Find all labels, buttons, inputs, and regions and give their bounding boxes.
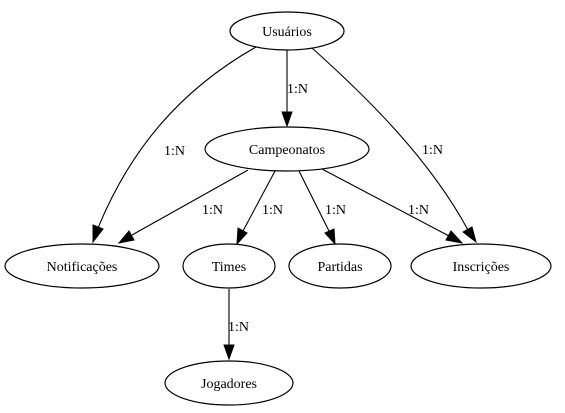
node-usuarios: Usuários [229,11,345,51]
node-label: Inscrições [453,260,510,275]
node-jogadores: Jogadores [164,360,294,406]
edge-usuarios-notificacoes: 1:N [92,46,257,244]
edge-label: 1:N [325,203,346,218]
node-label: Usuários [262,25,312,40]
edge-label: 1:N [408,203,429,218]
node-inscricoes: Inscrições [410,243,552,289]
node-label: Partidas [317,260,362,275]
edge-campeonatos-notificacoes: 1:N [117,169,249,244]
node-partidas: Partidas [288,243,392,289]
edge-label: 1:N [422,143,443,158]
edge-label: 1:N [287,82,308,97]
edge-label: 1:N [262,203,283,218]
node-label: Campeonatos [249,143,325,158]
edge-label: 1:N [202,203,223,218]
edge-label: 1:N [228,320,249,335]
edge-campeonatos-inscricoes: 1:N [321,168,464,244]
edge-times-jogadores: 1:N [223,289,249,361]
node-label: Jogadores [201,377,257,392]
edge-usuarios-campeonatos: 1:N [281,50,308,128]
edge-label: 1:N [164,144,185,159]
edge-usuarios-inscricoes: 1:N [311,47,477,244]
node-notificacoes: Notificações [4,243,160,289]
node-label: Times [212,260,247,275]
node-label: Notificações [47,260,118,275]
edge-campeonatos-partidas: 1:N [298,170,346,246]
edge-campeonatos-times: 1:N [236,170,283,246]
node-campeonatos: Campeonatos [204,126,370,172]
node-times: Times [182,243,276,289]
